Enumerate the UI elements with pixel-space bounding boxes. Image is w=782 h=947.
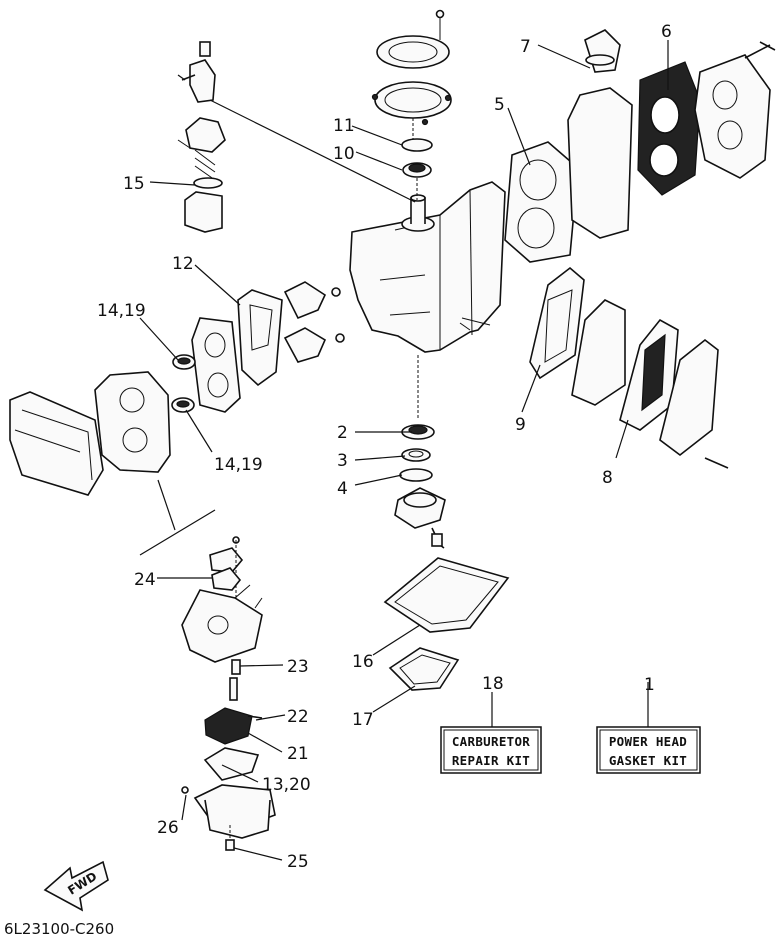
- carb-bracket: [139, 479, 216, 556]
- label-part-17: 17: [352, 710, 374, 730]
- label-part-13-20: 13,20: [262, 775, 311, 795]
- label-part-26: 26: [157, 818, 179, 838]
- lower-seal-2: [401, 355, 435, 440]
- label-part-25: 25: [287, 852, 309, 872]
- label-part-22: 22: [287, 707, 309, 727]
- exhaust-outer-cover: [659, 338, 729, 469]
- oring-4: [399, 468, 433, 482]
- label-part-6: 6: [661, 22, 672, 42]
- gasket-17: [388, 647, 460, 691]
- exhaust-gasket-8: [619, 318, 679, 431]
- label-part-23: 23: [287, 657, 309, 677]
- powerhead-kit-line2: GASKET KIT: [609, 753, 687, 768]
- label-part-2: 2: [337, 423, 348, 443]
- exhaust-gasket-9: [529, 266, 585, 380]
- carburetor-kit-line1: CARBURETOR: [452, 734, 530, 749]
- base-gasket-16: [383, 557, 510, 633]
- fuel-pump-assembly: [177, 41, 416, 233]
- label-part-8: 8: [602, 468, 613, 488]
- bearing-3: [401, 448, 431, 462]
- label-part-5: 5: [494, 95, 505, 115]
- carburetor-kit-line2: REPAIR KIT: [452, 753, 530, 768]
- label-part-1: 1: [644, 675, 655, 695]
- exhaust-plate: [571, 299, 626, 406]
- cylinder-head-gasket: [504, 141, 579, 263]
- label-part-21: 21: [287, 744, 309, 764]
- label-part-11: 11: [333, 116, 355, 136]
- plug-14-lower: [171, 397, 195, 413]
- reed-valve-left: [283, 281, 345, 363]
- kit-labels: CARBURETOR REPAIR KIT POWER HEAD GASKET …: [452, 734, 687, 768]
- oring-and-seal-top: [401, 138, 433, 200]
- silencer-box: [9, 391, 104, 496]
- label-part-15: 15: [123, 174, 145, 194]
- head-cover-6: [637, 61, 701, 196]
- carb-jet-23: [229, 659, 241, 701]
- part-number-labels: 1 2 3 4 5 6 7 8 9 10 11 12 13,20 14,19 1…: [97, 22, 672, 872]
- intake-manifold-left: [191, 317, 241, 413]
- top-bearing-cover: [371, 9, 452, 140]
- carb-top-cover: [209, 536, 244, 605]
- crankcase-block: [349, 181, 506, 353]
- carb-main-body: [181, 584, 263, 663]
- carb-float-bowl: [181, 784, 276, 851]
- label-part-16: 16: [352, 652, 374, 672]
- document-code: 6L23100-C260: [4, 920, 114, 938]
- leader-lines: [139, 40, 669, 861]
- cylinder-head: [567, 29, 633, 239]
- carb-float-21: [204, 707, 263, 745]
- fwd-arrow: [43, 860, 109, 912]
- label-part-4: 4: [337, 479, 348, 499]
- label-part-7: 7: [520, 37, 531, 57]
- carburetor-body: [94, 371, 171, 473]
- plug-14-upper: [172, 354, 196, 370]
- powerhead-kit-line1: POWER HEAD: [609, 734, 687, 749]
- label-part-18: 18: [482, 674, 504, 694]
- carburetor-kit-box: [440, 726, 542, 774]
- label-part-9: 9: [515, 415, 526, 435]
- carb-gasket-24: [211, 567, 242, 591]
- label-part-3: 3: [337, 451, 348, 471]
- label-part-12: 12: [172, 254, 194, 274]
- lower-housing: [394, 487, 446, 549]
- intake-gasket-12: [237, 289, 283, 387]
- label-part-14-19-upper: 14,19: [97, 301, 146, 321]
- carb-float-gasket: [203, 747, 260, 781]
- label-part-24: 24: [134, 570, 156, 590]
- outer-cover: [694, 41, 776, 179]
- label-part-14-19-lower: 14,19: [214, 455, 263, 475]
- label-part-10: 10: [333, 144, 355, 164]
